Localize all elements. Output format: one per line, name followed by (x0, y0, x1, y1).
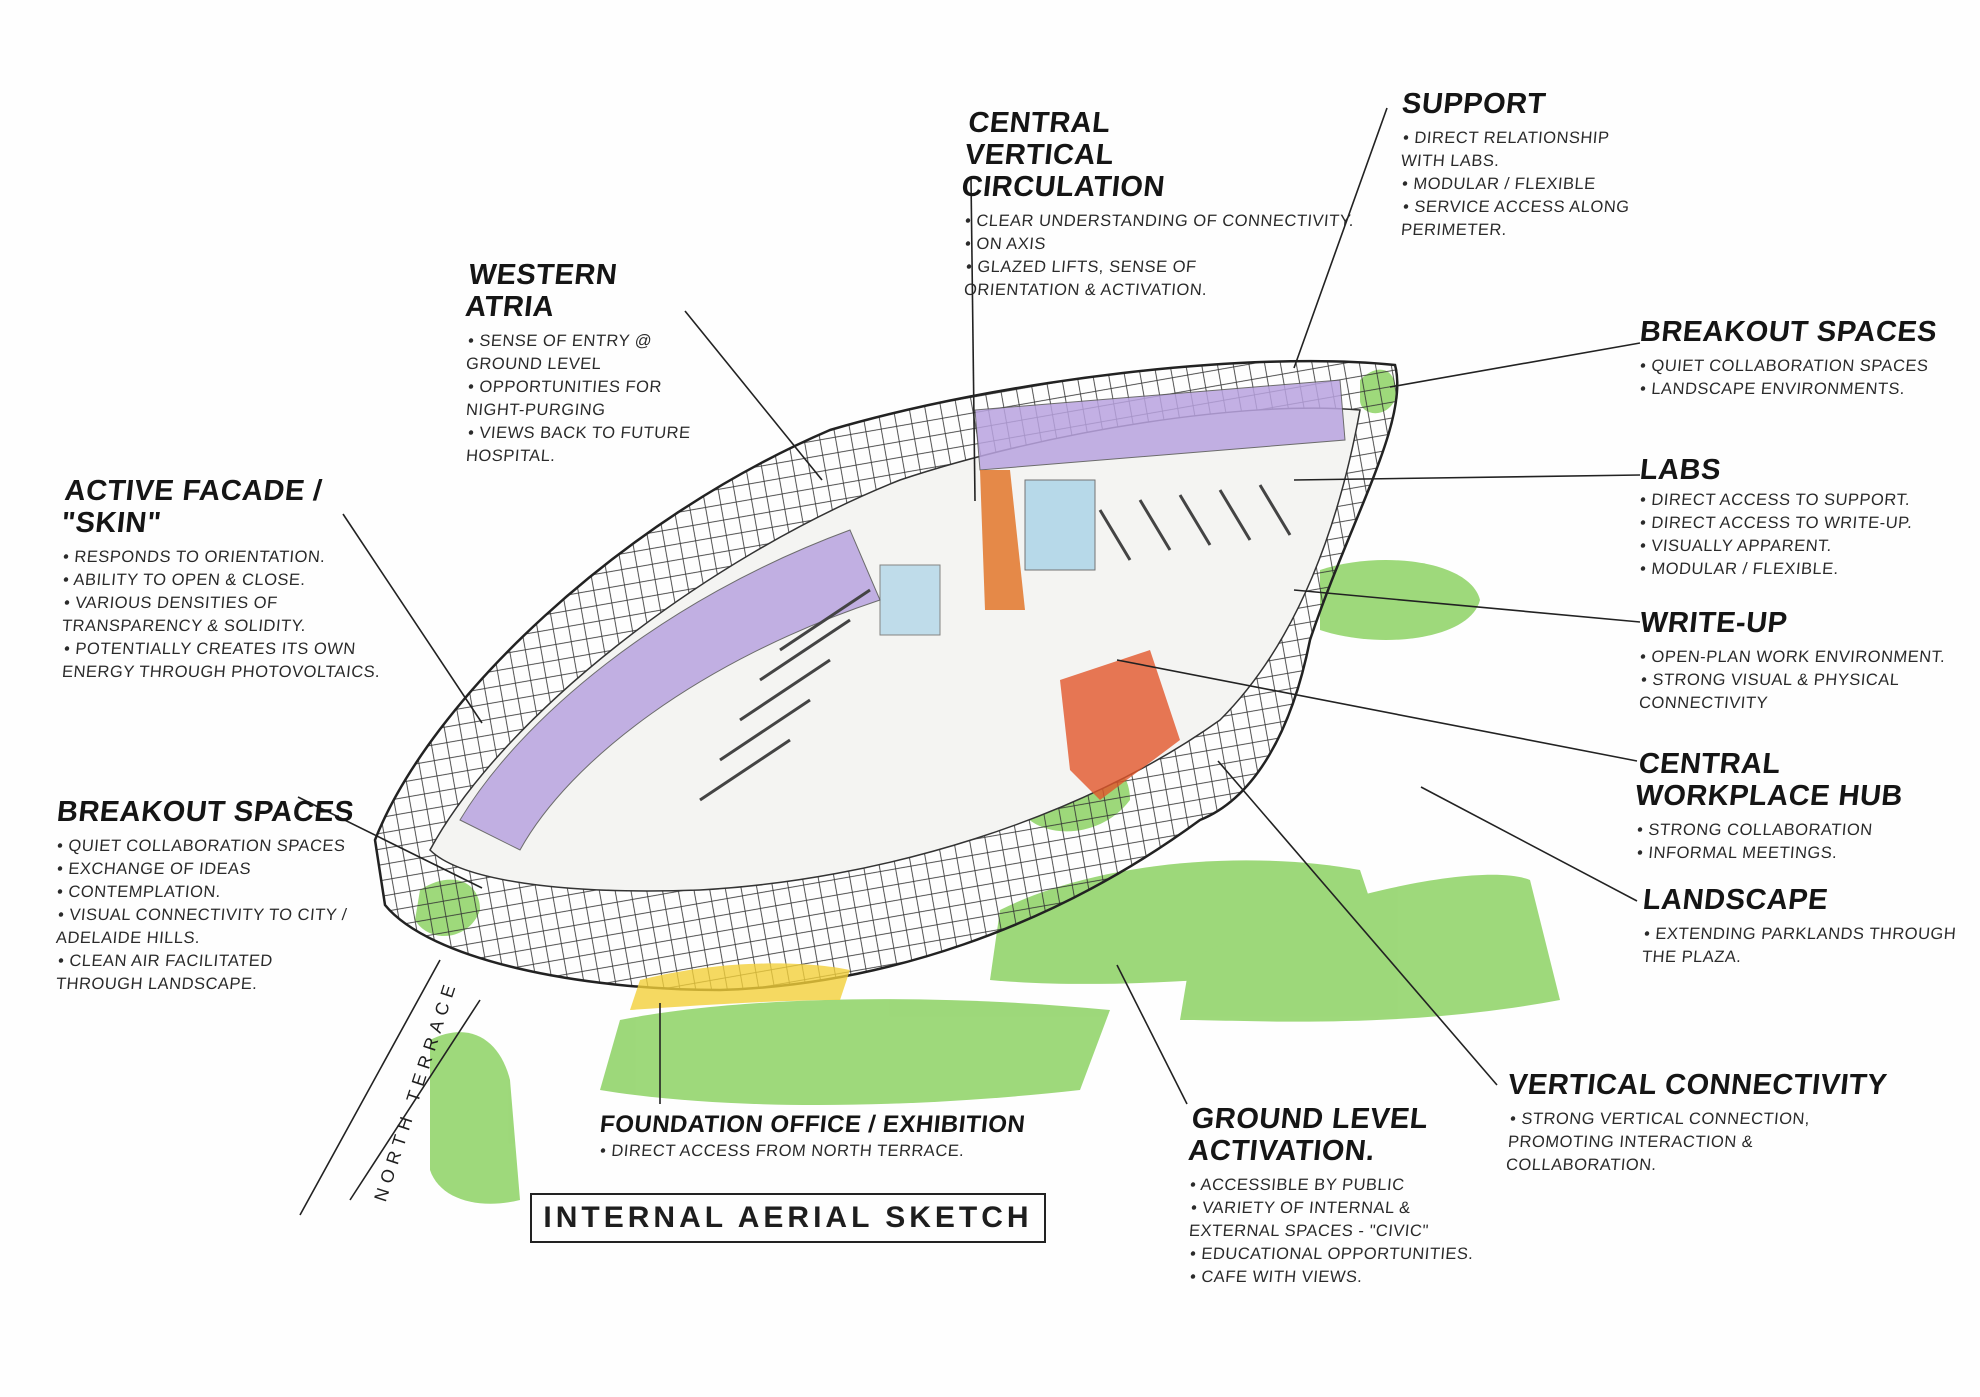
note-bullet: Cafe with views. (1189, 1266, 1491, 1289)
note-bullet: Direct access to write-up. (1639, 512, 1976, 535)
note-title: Western Atria (463, 259, 619, 323)
note-breakout-spaces-right: Breakout Spaces Quiet collaboration spac… (1638, 316, 1976, 401)
note-landscape: Landscape Extending parklands through th… (1641, 884, 1965, 969)
foundation-exhibition-strip (630, 963, 850, 1010)
note-bullet: Sense of entry @ ground level (465, 330, 709, 376)
note-bullet: Strong collaboration (1636, 819, 1973, 842)
note-title: Write-up (1638, 607, 1790, 639)
note-bullet: Landscape environments. (1639, 378, 1976, 401)
note-bullet: Variety of internal & external spaces - … (1188, 1197, 1492, 1243)
write-up-desks (699, 484, 1292, 802)
note-bullet: Strong visual & physical connectivity (1638, 669, 1977, 715)
note-vertical-connectivity: Vertical Connectivity Strong vertical co… (1505, 1069, 1891, 1177)
atrium-glass (879, 564, 941, 636)
note-bullet: Extending parklands through the plaza. (1641, 923, 1965, 969)
note-western-atria: Western Atria Sense of entry @ ground le… (464, 259, 709, 468)
note-title: Landscape (1641, 884, 1830, 916)
note-bullet: Clean air facilitated through landscape. (55, 950, 359, 996)
note-bullet: Views back to future hospital. (465, 422, 709, 468)
note-title: Foundation Office / Exhibition (598, 1111, 1027, 1138)
note-bullet: Potentially creates its own energy throu… (61, 638, 395, 684)
note-bullet: Modular / flexible. (1639, 558, 1976, 581)
note-title: Breakout Spaces (55, 796, 356, 828)
note-title: Ground Level Activation. (1186, 1103, 1430, 1167)
note-bullet: Quiet collaboration spaces (1639, 355, 1976, 378)
note-bullet: Educational opportunities. (1189, 1243, 1491, 1266)
glazed-lift-core (1024, 479, 1096, 571)
note-bullet: Contemplation. (56, 881, 358, 904)
note-support: Support Direct relationship with labs.Mo… (1400, 88, 1634, 242)
note-bullet: Direct access to support. (1639, 489, 1976, 512)
note-labs: Labs Direct access to support.Direct acc… (1638, 454, 1976, 581)
labs-blocks (459, 379, 1346, 851)
note-title: Vertical Connectivity (1506, 1069, 1889, 1101)
central-vertical-circulation-core (980, 470, 1025, 610)
note-write-up: Write-up Open-plan work environment.Stro… (1638, 607, 1977, 715)
note-bullet: Open-plan work environment. (1639, 646, 1976, 669)
note-title: Labs (1638, 454, 1723, 486)
note-title: Support (1400, 88, 1548, 120)
note-bullet: On axis (964, 233, 1355, 256)
note-bullet: Opportunities for night-purging (465, 376, 709, 422)
note-bullet: Quiet collaboration spaces (56, 835, 358, 858)
note-bullet: Modular / flexible (1401, 173, 1633, 196)
note-bullet: Exchange of ideas (56, 858, 358, 881)
note-bullet: Glazed lifts, sense of orientation & act… (963, 256, 1237, 302)
note-title: Central Workplace Hub (1633, 748, 1905, 812)
note-title: Breakout Spaces (1638, 316, 1939, 348)
note-active-facade: Active Facade / "Skin" Responds to orien… (60, 475, 395, 684)
note-bullet: Visual connectivity to city / Adelaide H… (55, 904, 359, 950)
note-breakout-spaces-left: Breakout Spaces Quiet collaboration spac… (55, 796, 359, 997)
note-foundation-office: Foundation Office / Exhibition Direct ac… (598, 1111, 1176, 1163)
note-bullet: Direct access from North Terrace. (599, 1140, 1176, 1163)
note-bullet: Visually apparent. (1639, 535, 1976, 558)
note-bullet: Responds to orientation. (62, 546, 394, 569)
note-bullet: Ability to open & close. (62, 569, 394, 592)
note-bullet: Accessible by public (1189, 1174, 1491, 1197)
note-bullet: Various densities of transparency & soli… (61, 592, 395, 638)
note-bullet: Service access along perimeter. (1400, 196, 1634, 242)
sheet-title: Internal Aerial Sketch (530, 1193, 1046, 1243)
note-bullet: Informal meetings. (1636, 842, 1973, 865)
central-workplace-hub (1060, 650, 1180, 800)
note-title: Active Facade / "Skin" (59, 475, 324, 539)
note-central-workplace-hub: Central Workplace Hub Strong collaborati… (1634, 748, 1973, 865)
note-central-vertical-circulation: Central Vertical Circulation Clear under… (960, 107, 1355, 302)
note-bullet: Clear understanding of connectivity. (964, 210, 1355, 233)
note-ground-level-activation: Ground Level Activation. Accessible by p… (1187, 1103, 1492, 1289)
note-bullet: Strong vertical connection, promoting in… (1505, 1108, 1891, 1177)
note-bullet: Direct relationship with labs. (1400, 127, 1634, 173)
note-title: Central Vertical Circulation (960, 107, 1167, 203)
